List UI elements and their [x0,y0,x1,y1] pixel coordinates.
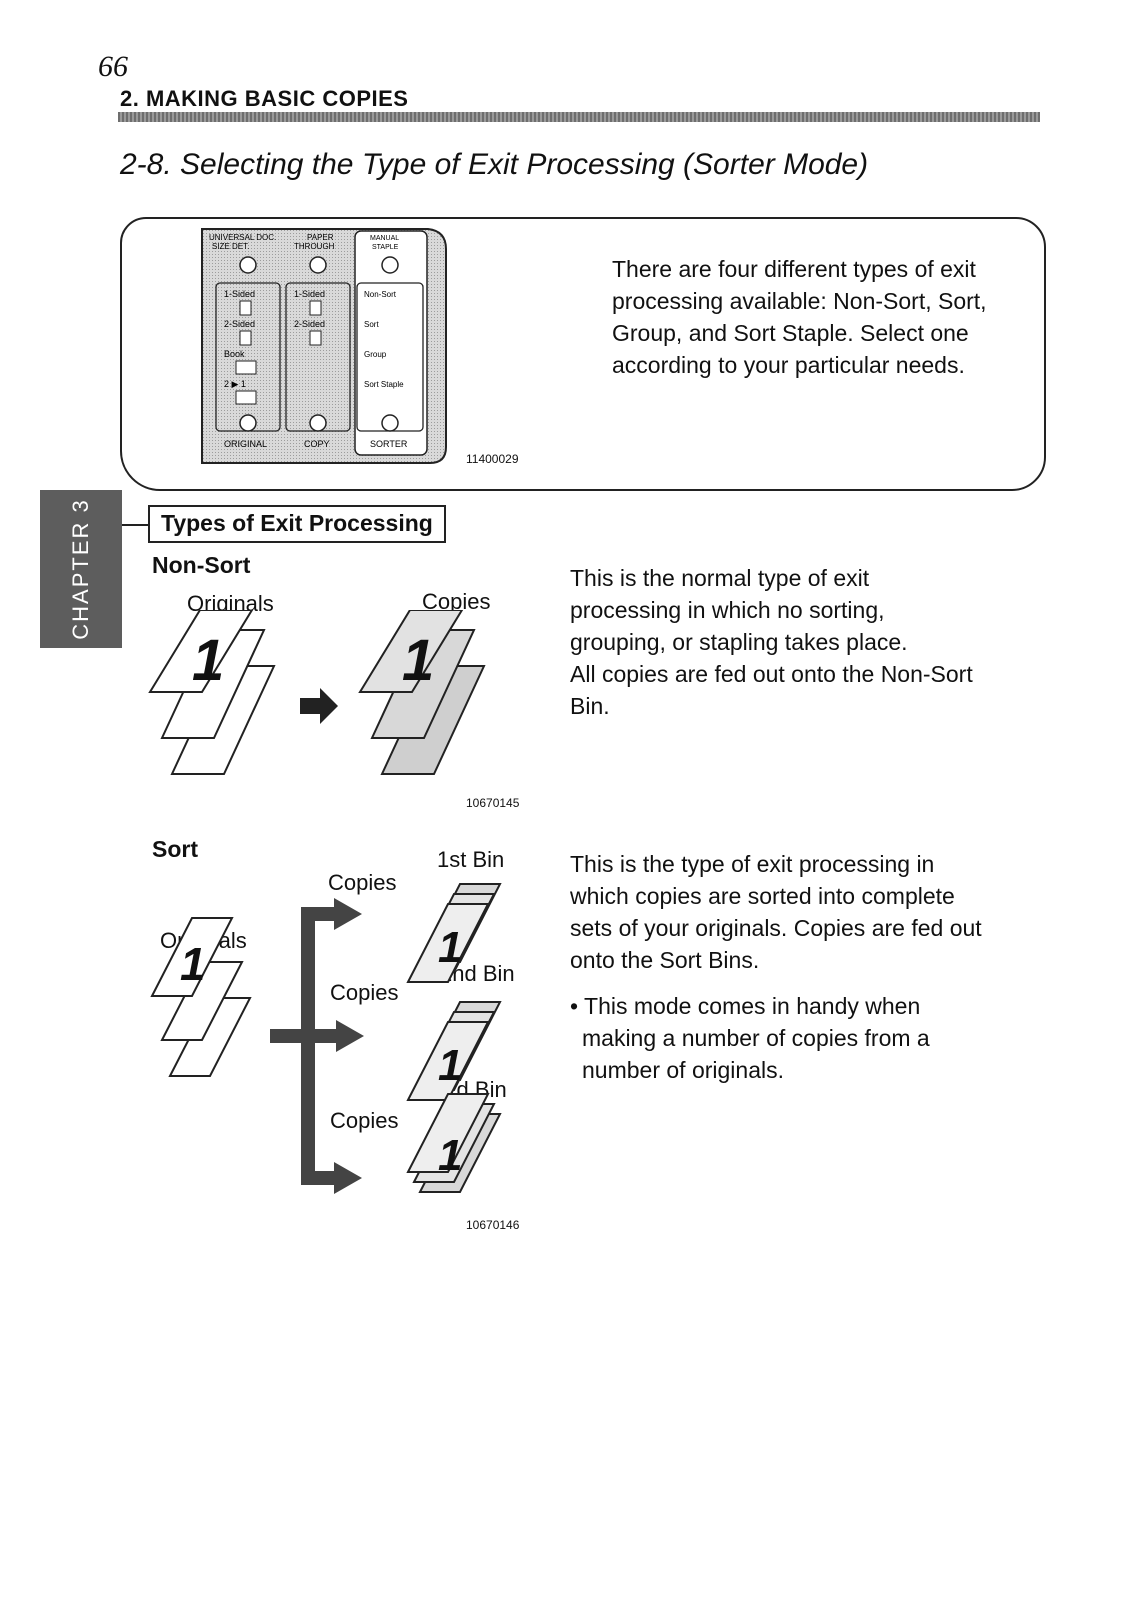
running-head: 2. MAKING BASIC COPIES [120,86,409,111]
panel-label-sorter: SORTER [370,439,408,449]
original-button[interactable] [239,414,257,432]
section-title: 2-8. Selecting the Type of Exit Processi… [120,148,869,181]
non-sort-line-3: grouping, or stapling takes place. [570,629,908,655]
original-option-2-sided: 2-Sided [224,319,255,329]
panel-label-universal: UNIVERSAL DOC. [209,233,276,242]
original-option-1-sided: 1-Sided [224,289,255,299]
copies-arrow-3-icon [334,1162,362,1194]
chapter-tab: CHAPTER 3 [40,490,122,648]
svg-text:1: 1 [180,938,206,990]
copy-sheet-1 [358,610,464,693]
original-option-book: Book [224,349,245,359]
svg-text:1: 1 [192,628,224,693]
panel-label-staple: STAPLE [372,244,399,251]
intro-callout [120,217,1046,491]
chapter-tab-label: CHAPTER 3 [68,498,93,640]
copy-option-2-sided: 2-Sided [294,319,325,329]
sort-note-line-2: making a number of copies from a [582,1025,930,1051]
bin-3-stack [406,1093,502,1193]
sort-figure-id: 10670146 [466,1218,520,1232]
svg-text:1: 1 [438,1131,462,1180]
non-sort-line-5: Bin. [570,693,610,719]
sort-line-1: This is the type of exit processing in [570,851,935,877]
panel-label-size-det: SIZE DET. [212,242,249,251]
sorter-option-sort: Sort [364,320,379,329]
control-panel-illustration: UNIVERSAL DOC. SIZE DET. PAPER THROUGH M… [201,228,447,464]
bin-1-stack [406,883,502,983]
copy-option-1-sided: 1-Sided [294,289,325,299]
copy-button[interactable] [309,414,327,432]
svg-text:1: 1 [438,923,462,972]
sort-line-2: which copies are sorted into complete [570,883,955,909]
sort-note-line-3: number of originals. [582,1057,784,1083]
sort-heading: Sort [152,836,198,862]
sorter-button[interactable] [381,414,399,432]
manual-staple-button[interactable] [381,256,399,274]
sort-copies-label-3: Copies [330,1108,399,1133]
non-sort-heading: Non-Sort [152,552,251,578]
sorter-option-non-sort: Non-Sort [364,290,397,299]
universal-doc-button[interactable] [239,256,257,274]
original-option-2-to-1: 2 ▶ 1 [224,379,246,389]
sort-note-line-1: • This mode comes in handy when [570,993,921,1019]
intro-text: There are four different types of exit p… [612,256,987,378]
panel-label-manual: MANUAL [370,235,399,242]
page-number: 66 [98,50,128,83]
original-sheet-1 [148,610,254,693]
types-heading: Types of Exit Processing [148,505,446,543]
bin-2-stack [406,1001,502,1101]
svg-text:1: 1 [438,1041,462,1090]
panel-label-paper: PAPER [307,233,334,242]
panel-figure-id: 11400029 [466,452,519,466]
non-sort-line-4: All copies are fed out onto the Non-Sort [570,661,973,687]
paper-through-button[interactable] [309,256,327,274]
sort-note: • This mode comes in handy when making a… [570,990,1030,1086]
non-sort-line-2: processing in which no sorting, [570,597,885,623]
sort-line-4: onto the Sort Bins. [570,947,760,973]
sorter-option-sort-staple: Sort Staple [364,380,404,389]
non-sort-arrow-icon [300,688,338,724]
sort-description: This is the type of exit processing in w… [570,848,1040,976]
non-sort-description: This is the normal type of exit processi… [570,562,1030,722]
non-sort-diagram: 1 1 [148,610,486,775]
panel-label-through: THROUGH [294,242,335,251]
copies-arrow-1-icon [334,898,362,930]
sort-copies-label-1: Copies [328,870,397,895]
panel-label-copy: COPY [304,439,330,449]
copies-arrow-2-icon [336,1020,364,1052]
heading-rule [122,524,150,526]
sort-line-3: sets of your originals. Copies are fed o… [570,915,982,941]
bin-label-1: 1st Bin [437,847,505,872]
sort-diagram: 1 1 1 1 [150,883,502,1194]
non-sort-figure-id: 10670145 [466,796,520,810]
header-rule [118,112,1040,122]
non-sort-line-1: This is the normal type of exit [570,565,870,591]
sort-copies-label-2: Copies [330,980,399,1005]
svg-text:1: 1 [402,628,434,693]
panel-label-original: ORIGINAL [224,439,267,449]
sorter-option-group: Group [364,350,387,359]
